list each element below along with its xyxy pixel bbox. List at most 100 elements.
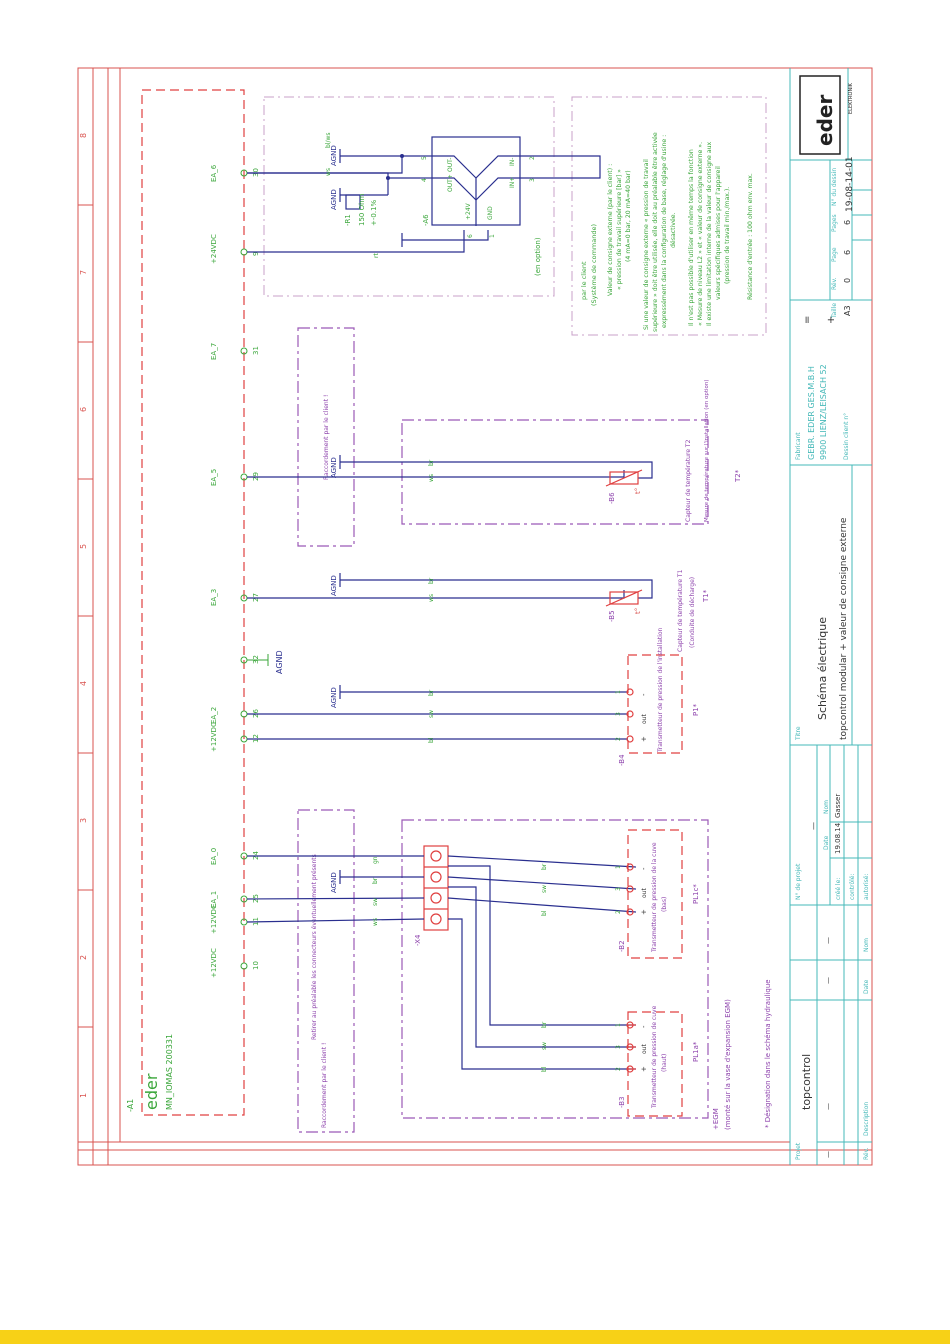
terminal: 9 +24VDC bbox=[210, 234, 260, 264]
a6-gnd: GND bbox=[487, 206, 494, 220]
title-block: eder ELEKTRONIK Taille A3 Rév. 0 Page 6 … bbox=[789, 68, 872, 1165]
r1-tolerance: +-0.1% bbox=[370, 199, 378, 226]
tb-value: 19.08.14 bbox=[834, 822, 842, 854]
terminal: 32 AGND bbox=[240, 650, 284, 674]
col-label: 6 bbox=[79, 407, 88, 412]
terminal-label: +24VDC bbox=[210, 234, 218, 264]
pin: 1 bbox=[615, 865, 622, 869]
sensor-title: Transmetteur de pression de l'installati… bbox=[657, 627, 664, 753]
wires-egm: AGND gn br sw ws br sw bl br sw bl bbox=[246, 855, 637, 1072]
terminal-number: 24 bbox=[252, 851, 260, 860]
terminal-label: +12VDC bbox=[210, 904, 218, 934]
wire-color: br bbox=[541, 863, 548, 870]
sensor-b6: AGND br ws t° -B6 Capteur de température… bbox=[247, 379, 742, 525]
agnd-label: AGND bbox=[330, 145, 338, 166]
tb-label: Nom bbox=[863, 938, 870, 952]
pin-sign: out bbox=[641, 888, 648, 898]
client-sub: (Système de commande) bbox=[590, 224, 598, 306]
setpoint-notes: Valeur de consigne externe (par le clien… bbox=[607, 132, 754, 332]
terminal-label: EA_2 bbox=[210, 707, 218, 724]
drawing-title: Schéma électrique bbox=[816, 617, 829, 720]
tb-label: Date bbox=[863, 979, 870, 994]
sensor-title: Capteur de température T1 bbox=[677, 569, 684, 652]
wire-color: sw bbox=[541, 885, 548, 893]
pin-sign: out bbox=[641, 1044, 648, 1054]
tb-value: 6 bbox=[843, 220, 852, 225]
note-line: supérieure » doit être utilisée, elle do… bbox=[651, 132, 659, 332]
wire-color: sw bbox=[428, 710, 435, 718]
option-box: AGND AGND -R1 150 Ohm +-0.1% rt bl/ws ws… bbox=[247, 96, 767, 336]
tb-value: 0 bbox=[843, 278, 852, 283]
tb-label: Rév. bbox=[863, 1147, 870, 1160]
sensor-symbol: t° bbox=[634, 488, 642, 494]
a6-pinno: 2 bbox=[529, 156, 536, 160]
sensor-ref: -B2 bbox=[618, 940, 626, 952]
terminal-label: EA_6 bbox=[210, 164, 218, 182]
a6-pinno: 6 bbox=[467, 234, 474, 238]
pin-sign: out bbox=[641, 714, 648, 724]
note-line: (4 mA=0 bar, 20 mA=40 bar) bbox=[625, 170, 632, 262]
a6-pinno: 5 bbox=[421, 156, 428, 160]
note-line: valeurs spécifiques admises pour l'appar… bbox=[714, 166, 722, 300]
sensor-tag: T2* bbox=[734, 469, 742, 483]
pin: 3 bbox=[615, 887, 622, 891]
client-label: par le client bbox=[580, 261, 588, 300]
pin-sign: + bbox=[640, 909, 648, 915]
sensor-tag: T1* bbox=[702, 589, 710, 603]
note-line: Il existe une limitation interne de la v… bbox=[706, 141, 713, 326]
module-a1: -A1 eder MN_IOMAS 200331 bbox=[126, 89, 245, 1116]
tb-value: 19-08-14-01 bbox=[845, 156, 855, 212]
col-label: 7 bbox=[79, 270, 88, 275]
tb-value: — bbox=[824, 937, 832, 944]
tb-label: Taille bbox=[831, 303, 838, 319]
terminal-label: EA_7 bbox=[210, 343, 218, 360]
tb-label: autorisé: bbox=[863, 874, 870, 900]
pin: 2 bbox=[615, 910, 622, 914]
r1-value: 150 Ohm bbox=[358, 193, 366, 226]
a6-24v: +24V bbox=[465, 202, 472, 220]
terminal: 12 +12VDC bbox=[210, 722, 260, 752]
pin-sign: - bbox=[640, 867, 648, 870]
pin: 3 bbox=[615, 712, 622, 716]
tb-label: Titre bbox=[795, 726, 802, 741]
col-label: 1 bbox=[79, 1093, 88, 1098]
tb-plus: + bbox=[826, 316, 837, 324]
client-box-mid: Raccordement par le client ! bbox=[297, 327, 355, 547]
wire-color: br bbox=[428, 459, 435, 466]
sensor-ref: -B5 bbox=[608, 610, 616, 622]
sensor-b2: 1 3 2 + out - Transmetteur de pression d… bbox=[615, 829, 700, 959]
note-line: Résistance d'entrée : 100 ohm env. max. bbox=[746, 173, 754, 300]
terminal: 31 EA_7 bbox=[210, 343, 260, 360]
terminal-number: 9 bbox=[252, 252, 260, 256]
wire-color: br bbox=[541, 1021, 548, 1028]
terminal-label: EA_1 bbox=[210, 891, 218, 908]
sensor-b3: 1 3 2 + out - Transmetteur de pression d… bbox=[615, 1005, 700, 1117]
terminal-label: EA_0 bbox=[210, 848, 218, 865]
wire-color: bl bbox=[428, 737, 435, 743]
tb-value: 6 bbox=[843, 250, 852, 255]
col-label: 3 bbox=[79, 818, 88, 823]
note-line: « Mesure de niveau L2 » et « valeur de c… bbox=[697, 142, 704, 326]
page-frame bbox=[77, 67, 873, 1166]
col-label: 4 bbox=[79, 681, 88, 686]
col-label: 5 bbox=[79, 544, 88, 549]
pin: 2 bbox=[615, 737, 622, 741]
tb-equals: = bbox=[802, 316, 813, 324]
client-note: Raccordement par le client ! bbox=[323, 395, 330, 480]
col-label: 2 bbox=[79, 955, 88, 960]
pin-sign: + bbox=[640, 1066, 648, 1072]
sensor-ref: -B6 bbox=[608, 492, 616, 504]
sensor-title: Transmetteur de pression de la cuve bbox=[651, 842, 658, 953]
module-brand: eder bbox=[142, 1073, 161, 1110]
pin-sign: + bbox=[640, 736, 648, 742]
x4-terminal-block: -X4 bbox=[414, 845, 449, 946]
terminal-label: EA_5 bbox=[210, 469, 218, 486]
logo-text: eder bbox=[813, 95, 837, 146]
a6-pinno: 4 bbox=[421, 178, 428, 182]
tb-label: Nom bbox=[823, 800, 830, 814]
r1-ref: -R1 bbox=[344, 214, 352, 226]
a6-pin: IN+ bbox=[509, 177, 516, 188]
note-line: expressément dans la configuration de ba… bbox=[660, 135, 668, 328]
terminal-number: 10 bbox=[252, 961, 260, 970]
